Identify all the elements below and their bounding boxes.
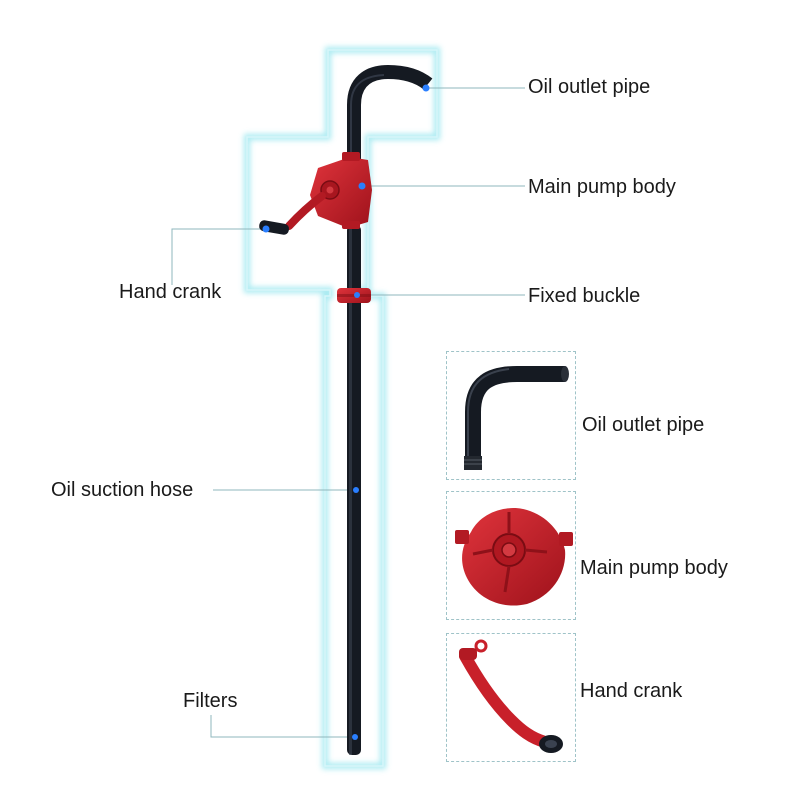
detail-box-outlet-pipe	[446, 351, 576, 480]
marker-filters	[352, 734, 358, 740]
label-hand-crank: Hand crank	[119, 281, 222, 303]
detail-box-hand-crank	[446, 633, 576, 762]
label-filters: Filters	[183, 690, 238, 712]
detail-box-pump-body	[446, 491, 576, 620]
label-oil-suction-hose: Oil suction hose	[51, 479, 194, 501]
detail-outlet-pipe-image	[464, 366, 569, 470]
detail-pump-body-image	[455, 508, 573, 606]
outlet-pipe	[347, 64, 433, 160]
fixed-buckle	[337, 288, 371, 303]
highlight-outline	[244, 47, 440, 769]
label-main-pump-body: Main pump body	[528, 176, 676, 198]
marker-dots	[262, 84, 430, 740]
marker-pump	[358, 182, 366, 190]
marker-buckle	[354, 292, 360, 298]
detail-label-hand-crank: Hand crank	[580, 680, 683, 702]
label-oil-outlet-pipe: Oil outlet pipe	[528, 76, 651, 98]
marker-outlet	[422, 84, 430, 92]
detail-label-oil-outlet-pipe: Oil outlet pipe	[582, 414, 705, 436]
leader-line-crank	[171, 228, 266, 285]
marker-hose	[353, 487, 359, 493]
detail-hand-crank-image	[459, 639, 563, 753]
detail-label-main-pump-body: Main pump body	[580, 557, 728, 579]
marker-crank	[262, 225, 270, 233]
pump-body	[310, 152, 372, 229]
label-fixed-buckle: Fixed buckle	[528, 285, 641, 307]
leader-lines	[171, 87, 525, 738]
leader-line-filters	[210, 715, 355, 738]
